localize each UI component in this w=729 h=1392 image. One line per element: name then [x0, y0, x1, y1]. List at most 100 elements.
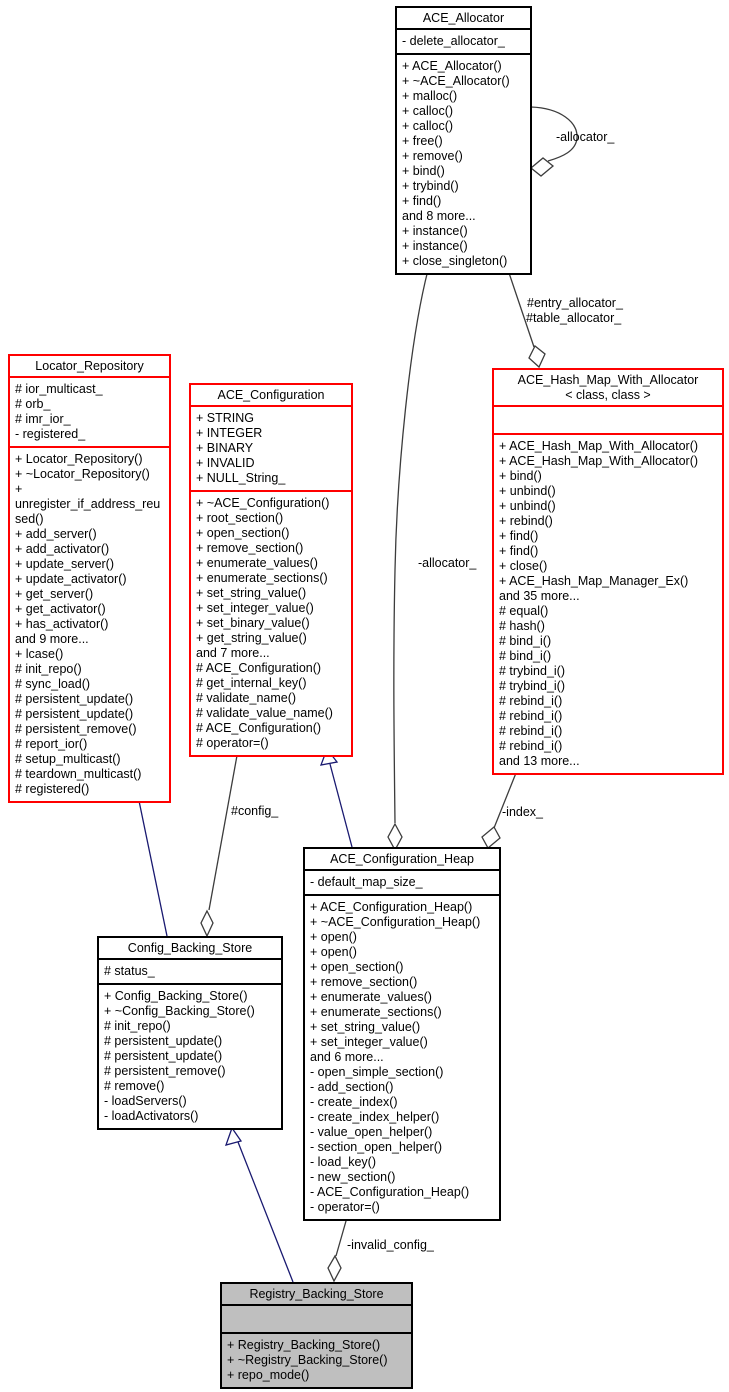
member-line: + INTEGER [196, 426, 263, 440]
class-box-ace-configuration-heap[interactable]: ACE_Configuration_Heap - default_map_siz… [303, 847, 501, 1221]
member-line: # operator=() [196, 736, 269, 750]
member-line: + add_activator() [15, 542, 110, 556]
open-diamond-icon [481, 825, 501, 850]
member-line: # rebind_i() [499, 724, 563, 738]
member-line: # persistent_remove() [104, 1064, 226, 1078]
member-line: # bind_i() [499, 649, 552, 663]
member-line: # persistent_update() [104, 1049, 223, 1063]
hollow-triangle-icon [224, 1126, 243, 1146]
member-line: # registered() [15, 782, 90, 796]
member-line: + free() [402, 134, 443, 148]
attributes-section: - default_map_size_ [305, 869, 499, 894]
member-line: + remove_section() [310, 975, 418, 989]
edge-invalid-config [335, 1213, 349, 1257]
member-line: + ACE_Configuration_Heap() [310, 900, 473, 914]
member-line: # ACE_Configuration() [196, 661, 322, 675]
member-line: + set_integer_value() [196, 601, 314, 615]
member-line: and 8 more... [402, 209, 476, 223]
member-line: # trybind_i() [499, 679, 565, 693]
class-box-config-backing-store[interactable]: Config_Backing_Store # status_ + Config_… [97, 936, 283, 1130]
member-line: + bind() [402, 164, 445, 178]
edge-label-invalid-config: -invalid_config_ [347, 1238, 434, 1252]
open-diamond-icon [327, 1254, 342, 1283]
member-line: + Registry_Backing_Store() [227, 1338, 381, 1352]
open-diamond-icon [200, 909, 214, 938]
member-line: # hash() [499, 619, 545, 633]
methods-section: + ACE_Hash_Map_With_Allocator()+ ACE_Has… [494, 433, 722, 773]
edge-self-allocator [530, 106, 578, 162]
member-line: + set_string_value() [310, 1020, 421, 1034]
attributes-section: # ior_multicast_# orb_# imr_ior_- regist… [10, 376, 169, 446]
member-line: # get_internal_key() [196, 676, 307, 690]
edge-label-heap-allocator: -allocator_ [418, 556, 477, 570]
member-line: and 13 more... [499, 754, 580, 768]
member-line: + unbind() [499, 484, 556, 498]
member-line: + set_string_value() [196, 586, 307, 600]
member-line: + lcase() [15, 647, 64, 661]
methods-section: + Config_Backing_Store()+ ~Config_Backin… [99, 983, 281, 1128]
member-line: and 7 more... [196, 646, 270, 660]
member-line: + open() [310, 945, 357, 959]
class-box-locator-repository[interactable]: Locator_Repository # ior_multicast_# orb… [8, 354, 171, 803]
member-line: # rebind_i() [499, 739, 563, 753]
member-line: + close() [499, 559, 548, 573]
member-line: + open_section() [310, 960, 404, 974]
member-line: + enumerate_values() [196, 556, 318, 570]
member-line: + rebind() [499, 514, 553, 528]
member-line: + ~ACE_Configuration() [196, 496, 330, 510]
class-box-ace-configuration[interactable]: ACE_Configuration + STRING+ INTEGER+ BIN… [189, 383, 353, 757]
member-line: # init_repo() [15, 662, 82, 676]
member-line: + open() [310, 930, 357, 944]
attributes-section [222, 1304, 411, 1332]
member-line: # equal() [499, 604, 549, 618]
member-line: # rebind_i() [499, 709, 563, 723]
member-line: + ACE_Allocator() [402, 59, 502, 73]
member-line: # validate_name() [196, 691, 297, 705]
class-title: ACE_Allocator [422, 11, 505, 25]
member-line: + repo_mode() [227, 1368, 310, 1382]
edge-config [208, 749, 239, 911]
class-title: Registry_Backing_Store [249, 1287, 384, 1301]
member-line: + unbind() [499, 499, 556, 513]
attributes-section [494, 405, 722, 433]
member-line: # persistent_update() [15, 692, 134, 706]
edge-inherit-config-backing [237, 1141, 294, 1283]
member-line: - loadActivators() [104, 1109, 199, 1123]
methods-section: + Locator_Repository()+ ~Locator_Reposit… [10, 446, 169, 801]
edge-entry-table-allocator [507, 269, 535, 348]
member-line: + has_activator() [15, 617, 109, 631]
class-box-ace-allocator[interactable]: ACE_Allocator - delete_allocator_ + ACE_… [395, 6, 532, 275]
member-line: - add_section() [310, 1080, 394, 1094]
methods-section: + ACE_Allocator()+ ~ACE_Allocator()+ mal… [397, 53, 530, 273]
member-line: + update_activator() [15, 572, 127, 586]
edge-label-entry-allocator: #entry_allocator_ [527, 296, 623, 310]
class-box-registry-backing-store[interactable]: Registry_Backing_Store + Registry_Backin… [220, 1282, 413, 1389]
member-line: + trybind() [402, 179, 459, 193]
member-line: + find() [402, 194, 442, 208]
member-line: - delete_allocator_ [402, 34, 505, 48]
class-title: Locator_Repository [35, 359, 144, 373]
class-title: ACE_Configuration [217, 388, 325, 402]
member-line: # sync_load() [15, 677, 91, 691]
member-line: + ACE_Hash_Map_With_Allocator() [499, 454, 699, 468]
class-title: Config_Backing_Store [127, 941, 253, 955]
member-line: + ~Locator_Repository() [15, 467, 150, 481]
member-line: and 6 more... [310, 1050, 384, 1064]
member-line: + NULL_String_ [196, 471, 286, 485]
class-box-ace-hash-map-with-allocator[interactable]: ACE_Hash_Map_With_Allocator < class, cla… [492, 368, 724, 775]
member-line: + BINARY [196, 441, 254, 455]
edge-label-config: #config_ [231, 804, 279, 818]
member-line: # rebind_i() [499, 694, 563, 708]
member-line: + Config_Backing_Store() [104, 989, 248, 1003]
member-line: + root_section() [196, 511, 284, 525]
member-line: + get_server() [15, 587, 94, 601]
member-line: + enumerate_values() [310, 990, 432, 1004]
class-title-line2: < class, class > [565, 388, 651, 402]
attributes-section: + STRING+ INTEGER+ BINARY+ INVALID+ NULL… [191, 405, 351, 490]
edge-label-index: -index_ [502, 805, 543, 819]
member-line: + add_server() [15, 527, 97, 541]
open-diamond-icon [528, 344, 546, 369]
member-line: # trybind_i() [499, 664, 565, 678]
edge-heap-allocator [393, 269, 429, 824]
member-line: - create_index() [310, 1095, 398, 1109]
